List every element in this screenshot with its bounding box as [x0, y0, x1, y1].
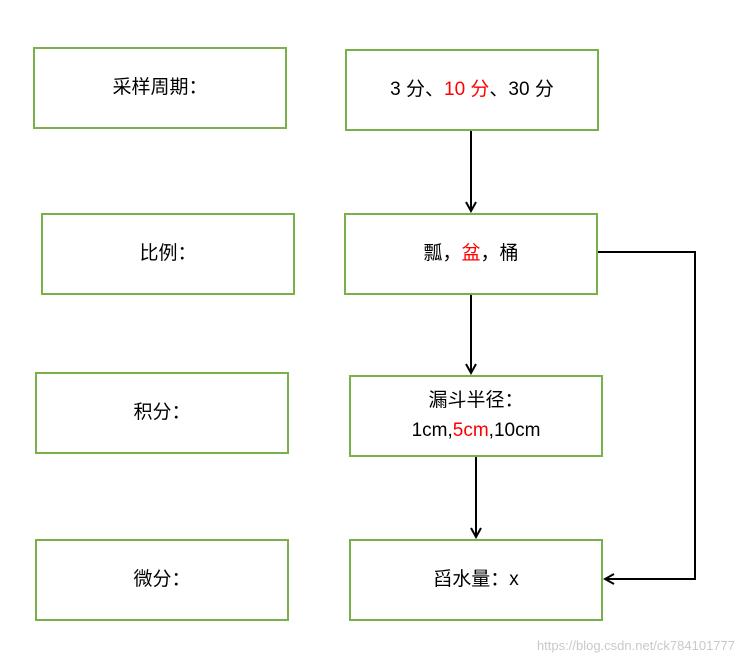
- label-ratio: 比例：: [41, 213, 295, 295]
- label-sampling-period: 采样周期：: [33, 47, 287, 129]
- scoop-amount-text: 舀水量：x: [433, 568, 519, 590]
- label-integral-text: 积分：: [133, 401, 191, 423]
- ratio-options-text: 瓢，盆，桶: [423, 239, 518, 269]
- ratio-option-ladle: 瓢，: [423, 242, 462, 264]
- period-option-3: 3 分、: [390, 78, 444, 100]
- ratio-options-box: 瓢，盆，桶: [344, 213, 598, 295]
- period-option-30: 、30 分: [489, 78, 554, 100]
- ratio-option-bucket: ，桶: [480, 242, 519, 264]
- arrow-ratio-to-scoop-side: [598, 251, 696, 579]
- funnel-radius-10cm: ,10cm: [488, 420, 541, 441]
- label-ratio-text: 比例：: [139, 242, 197, 264]
- label-integral: 积分：: [35, 372, 289, 454]
- ratio-option-basin-selected: 盆: [461, 242, 481, 264]
- funnel-radius-1cm: 1cm,: [411, 420, 453, 441]
- funnel-radius-lines: 漏斗半径： 1cm,5cm,10cm: [412, 386, 541, 447]
- label-differential: 微分：: [35, 539, 289, 621]
- funnel-radius-title: 漏斗半径：: [428, 389, 524, 411]
- period-options-box: 3 分、10 分、30 分: [345, 49, 599, 131]
- label-differential-text: 微分：: [133, 568, 191, 590]
- funnel-radius-5cm-selected: 5cm: [452, 420, 489, 441]
- label-sampling-period-text: 采样周期：: [112, 76, 208, 98]
- period-option-10-selected: 10 分: [444, 78, 490, 100]
- watermark: https://blog.csdn.net/ck784101777: [536, 638, 735, 653]
- funnel-radius-box: 漏斗半径： 1cm,5cm,10cm: [349, 375, 603, 457]
- funnel-radius-values: 1cm,5cm,10cm: [412, 416, 541, 446]
- period-options-text: 3 分、10 分、30 分: [390, 75, 554, 105]
- scoop-amount-box: 舀水量：x: [349, 539, 603, 621]
